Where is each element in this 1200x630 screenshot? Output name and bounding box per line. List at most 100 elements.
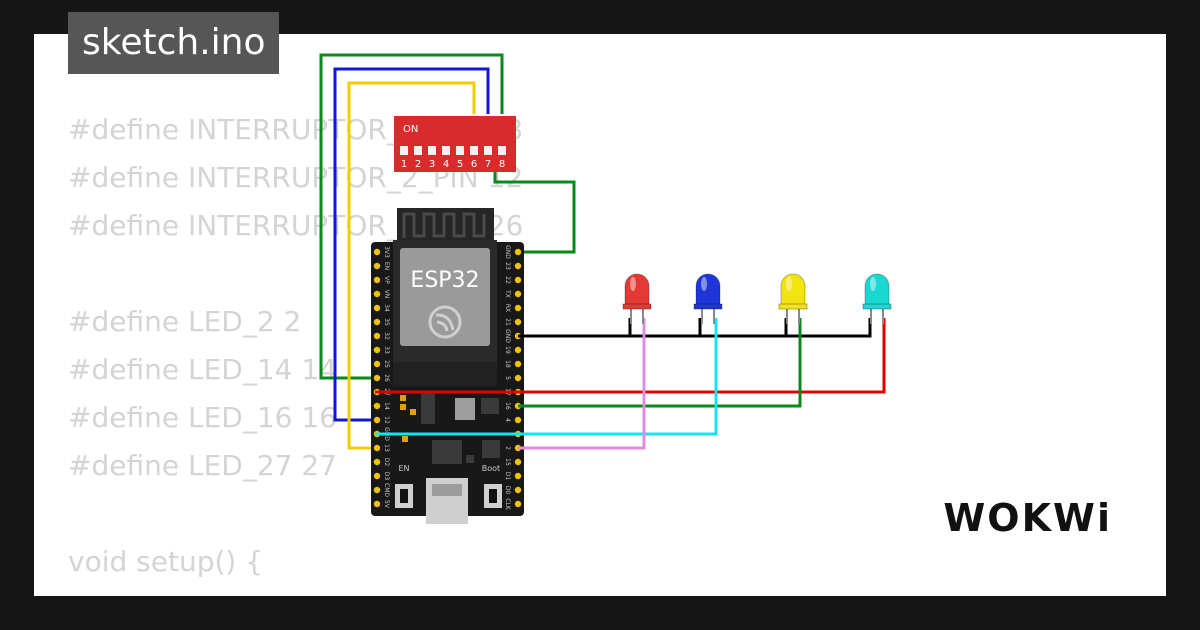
pin-label: EN [383,262,390,270]
boot-button[interactable] [484,484,502,508]
pin-label: 5V [383,500,390,509]
pin-label: D1 [504,472,511,481]
pin-label: D0 [504,486,511,495]
boot-label: Boot [482,464,500,473]
wire-green-led [518,318,802,408]
wire-green-dip-gnd [493,172,576,254]
led-yellow[interactable] [778,273,808,324]
pin-3v3[interactable] [373,248,381,256]
led-blue[interactable] [693,273,723,324]
file-tab-sketch[interactable]: sketch.ino [68,12,280,74]
dip-toggle-knob [470,137,478,146]
pin-label: GND [504,329,511,343]
pin-32[interactable] [373,332,381,340]
code-line: #define LED_14 14 [68,353,337,386]
pin-35[interactable] [373,318,381,326]
pin-label: 16 [504,402,511,410]
pin-33[interactable] [373,346,381,354]
pin-21[interactable] [514,318,522,326]
pin-tx[interactable] [514,290,522,298]
dip-number: 2 [415,159,421,170]
esp32-board[interactable]: ESP32 EN Boot [371,208,524,524]
wire-cyan-led [375,318,718,436]
pin-34[interactable] [373,304,381,312]
pin-23[interactable] [514,262,522,270]
pin-label: 21 [504,318,511,326]
pin-label: 5 [504,376,511,380]
pin-label: D2 [383,458,390,467]
pin-label: 26 [383,374,390,382]
pin-label: CMD [383,483,390,497]
pin-d0[interactable] [514,486,522,494]
usb-port [426,478,468,524]
dip-number: 7 [485,159,491,170]
pin-label: 22 [504,276,511,284]
dip-toggle-knob [400,137,408,146]
pin-4[interactable] [514,416,522,424]
dip-number: 8 [499,159,505,170]
pin-label: 4 [504,418,511,422]
dip-number: 3 [429,159,435,170]
pin-19[interactable] [514,346,522,354]
wire-green-dip [319,53,504,380]
pin-label: RX [504,304,511,312]
pin-12[interactable] [373,416,381,424]
pin-label: 32 [383,332,390,340]
dip-toggle-knob [442,137,450,146]
pin-label: 13 [383,444,390,452]
pin-d2[interactable] [373,458,381,466]
pin-label: 34 [383,304,390,312]
code-line: Serial.begin(9600); // Inicializa a comu… [68,586,993,596]
code-line: #define INTERRUPTOR_2_PIN 12 [68,161,524,194]
pin-13[interactable] [373,444,381,452]
pin-label: 25 [383,360,390,368]
dip-toggle-knob [428,137,436,146]
pin-clk[interactable] [514,500,522,508]
code-line: #define LED_2 2 [68,305,302,338]
espressif-logo-icon [428,305,462,339]
dip-wires [319,53,576,450]
pin-label: 15 [504,458,511,466]
dip-toggle-knob [456,137,464,146]
pin-label: 14 [383,402,390,410]
pin-label: VP [383,276,390,284]
led-cyan[interactable] [862,273,892,324]
pin-26[interactable] [373,374,381,382]
pin-5[interactable] [514,374,522,382]
wire-violet-led [518,318,646,450]
wire-black-gnd [518,318,872,338]
led-red[interactable] [622,273,652,324]
pin-d3[interactable] [373,472,381,480]
pin-vn[interactable] [373,290,381,298]
dip-number: 6 [471,159,477,170]
dip-on-label: ON [403,124,418,135]
pin-22[interactable] [514,276,522,284]
pin-18[interactable] [514,360,522,368]
pin-gnd[interactable] [514,248,522,256]
pin-label: 12 [383,416,390,424]
pin-en[interactable] [373,262,381,270]
pin-vp[interactable] [373,276,381,284]
wire-yellow-dip [347,81,476,450]
circuit-diagram: ESP32 EN Boot [319,53,892,524]
en-button[interactable] [395,484,413,508]
pin-label: 2 [504,446,511,450]
pin-label: 23 [504,262,511,270]
led-group [622,273,892,324]
pin-label: GND [504,245,511,259]
pin-15[interactable] [514,458,522,466]
pin-25[interactable] [373,360,381,368]
pin-14[interactable] [373,402,381,410]
dip-number: 1 [401,159,407,170]
regulator-chip [421,392,435,424]
pin-cmd[interactable] [373,486,381,494]
code-line: #define LED_27 27 [68,449,337,482]
pin-5v[interactable] [373,500,381,508]
pin-label: 33 [383,346,390,354]
pin-rx[interactable] [514,304,522,312]
project-preview-card: #define INTERRUPTOR_1_PIN 13#define INTE… [34,34,1166,596]
pin-d1[interactable] [514,472,522,480]
